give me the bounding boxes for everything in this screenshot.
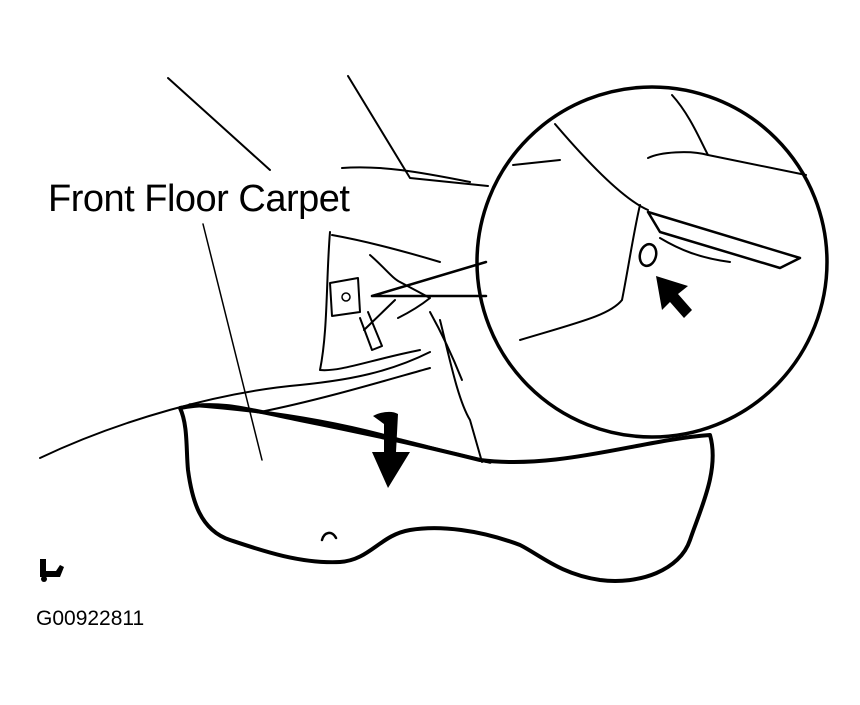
panel-outline — [319, 231, 421, 372]
removal-arrow-icon — [372, 411, 410, 488]
bracket-diag — [363, 299, 396, 331]
pointer-arrow-icon — [656, 276, 692, 318]
detail-line-4 — [512, 159, 561, 166]
carpet-top-edge — [188, 403, 492, 464]
detail-line-3 — [647, 151, 709, 159]
body-contour — [341, 166, 471, 183]
panel-top-edge — [331, 234, 441, 263]
clip-plate — [329, 277, 361, 317]
front-floor-carpet-label: Front Floor Carpet — [48, 178, 350, 220]
detail-clip-ring — [638, 242, 658, 268]
detail-rail-lower — [659, 237, 731, 263]
bracket — [369, 254, 431, 319]
detail-line-1 — [554, 123, 649, 211]
floor-inner-line — [259, 367, 431, 413]
detail-line-2 — [671, 94, 807, 176]
panel-lower-curve — [439, 319, 483, 463]
bracket-lower — [359, 311, 383, 351]
figure-code: G00922811 — [36, 607, 145, 630]
pillar-line-left — [167, 77, 271, 171]
pillar-line-right — [347, 75, 489, 187]
inner-curve — [429, 311, 463, 381]
floor-sweep — [39, 351, 431, 459]
zoom-wedge — [370, 260, 488, 298]
detail-panel — [519, 204, 641, 341]
label-leader-line — [202, 223, 263, 461]
carpet-outline — [178, 403, 715, 583]
carpet-notch — [320, 531, 338, 542]
detail-magnifier — [475, 85, 829, 439]
clip-hole — [341, 292, 351, 302]
detail-rail — [646, 210, 802, 270]
seat-icon — [34, 555, 68, 585]
